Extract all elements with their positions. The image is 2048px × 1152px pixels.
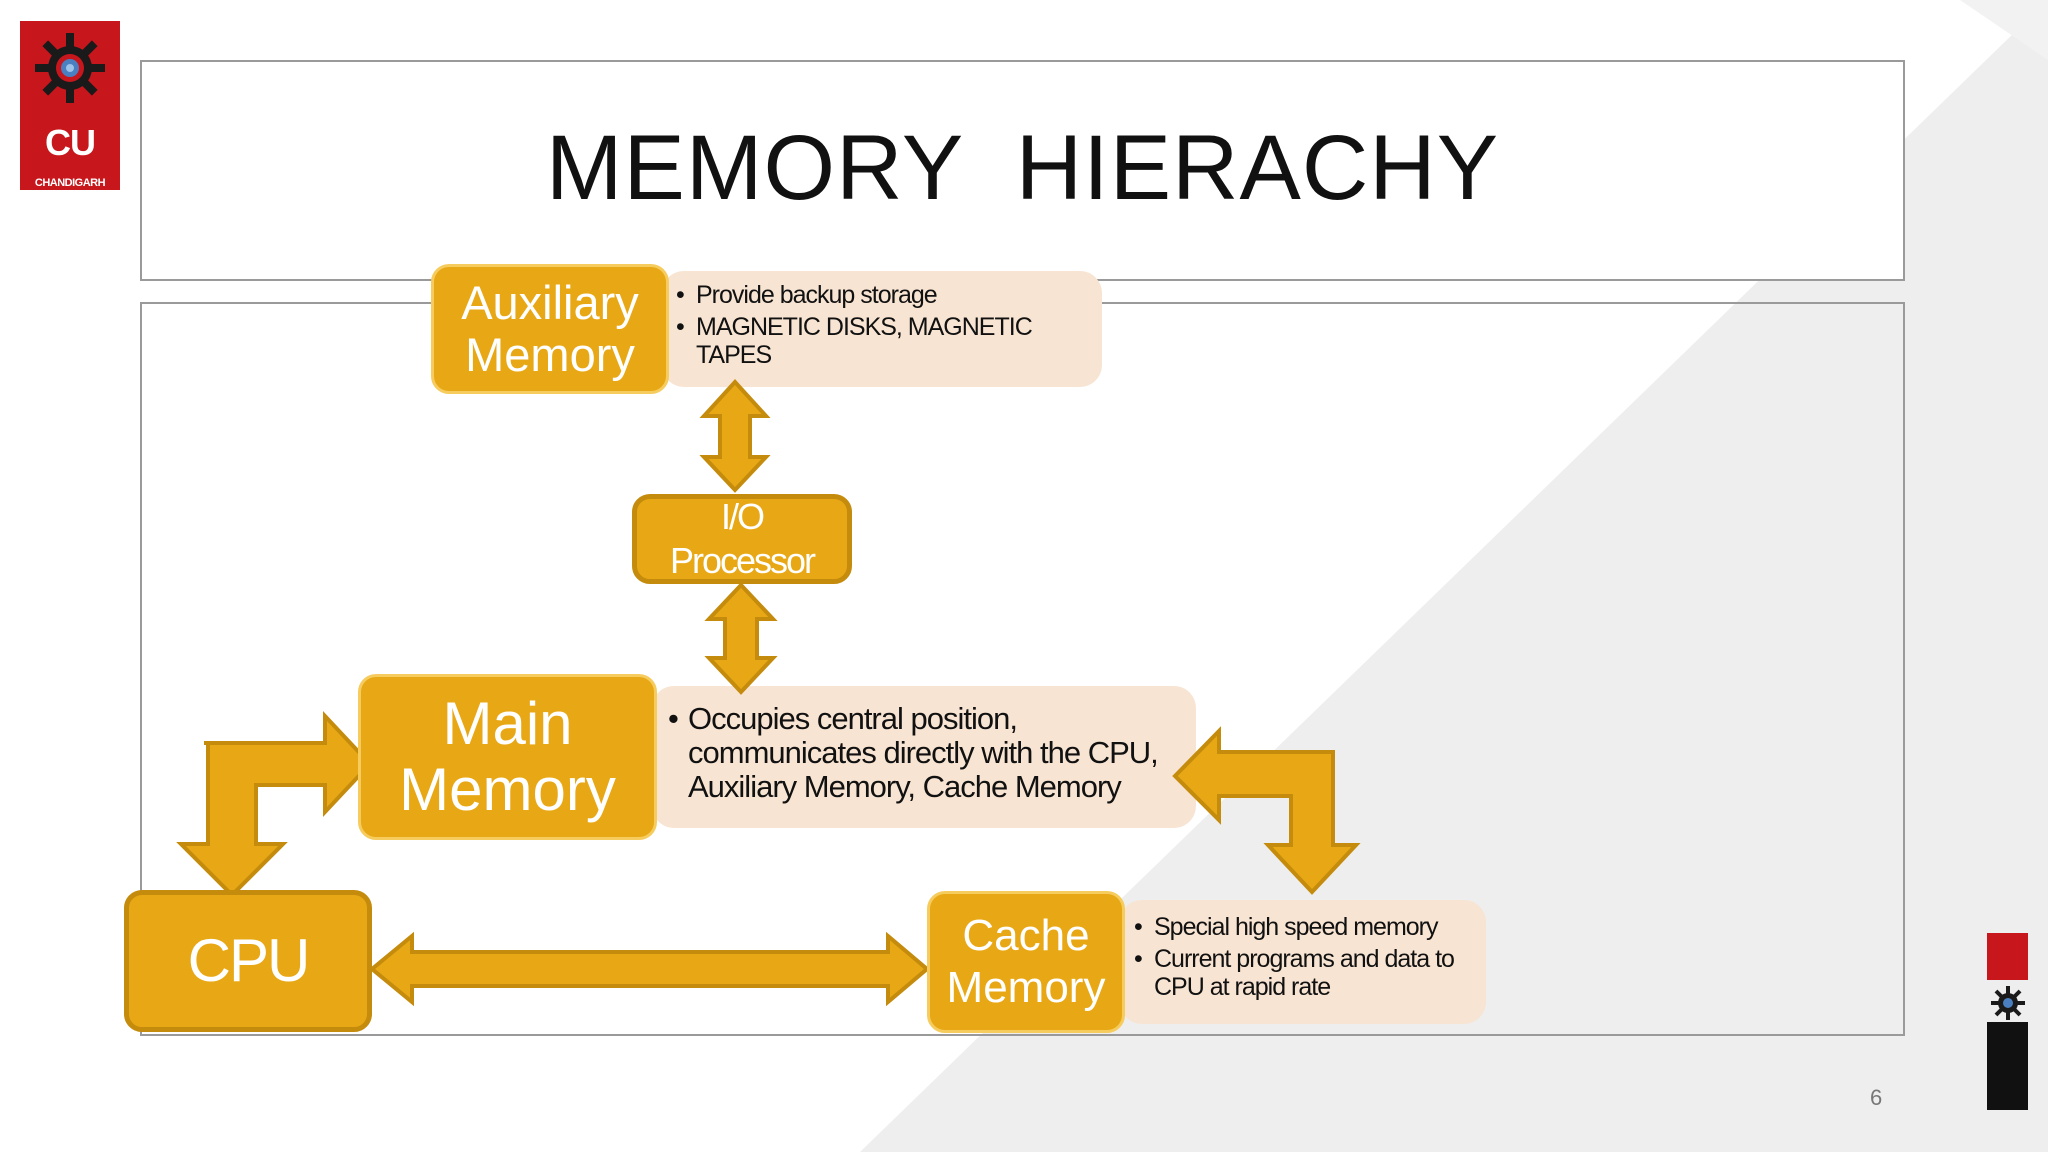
node-label: I/O (720, 496, 765, 537)
page-number: 6 (1870, 1085, 1883, 1110)
node-label: CPU (187, 927, 311, 994)
node-label: Auxiliary (461, 276, 639, 329)
logo-abbreviation: CU (45, 122, 96, 163)
auxiliary-memory-node: Auxiliary Memory (431, 264, 669, 394)
main-cache-arrow (1172, 726, 1361, 895)
title-frame (140, 60, 1905, 281)
logo-name-line1: CHANDIGARH (34, 177, 106, 189)
side-gear-icon (1991, 986, 2025, 1020)
node-label: Main (442, 690, 573, 757)
io-processor-node: I/O Processor (632, 494, 852, 584)
cache-memory-node: Cache Memory (927, 891, 1125, 1033)
auxiliary-memory-description: Provide backup storage MAGNETIC DISKS, M… (662, 271, 1102, 387)
side-red-block (1987, 933, 2028, 980)
node-label: Memory (399, 756, 616, 823)
description-bullet: MAGNETIC DISKS, MAGNETIC TAPES (674, 313, 1076, 369)
node-label: Memory (946, 963, 1106, 1012)
gear-emblem-icon (35, 33, 105, 103)
logo-university-name: CHANDIGARH UNIVERSITY (20, 177, 120, 201)
auxiliary-io-arrow (699, 379, 771, 493)
main-memory-description: Occupies central position, communicates … (652, 686, 1196, 828)
cpu-node: CPU (124, 890, 372, 1032)
description-bullet: Occupies central position, communicates … (666, 702, 1186, 804)
description-bullet: Current programs and data to CPU at rapi… (1132, 945, 1478, 1001)
cpu-cache-arrow (368, 931, 931, 1007)
description-bullet: Provide backup storage (674, 281, 1090, 309)
node-label: Memory (465, 328, 635, 381)
slide-title: MEMORY HIERACHY (545, 117, 1500, 219)
description-bullet: Special high speed memory (1132, 913, 1478, 941)
university-logo: CU CHANDIGARH UNIVERSITY (20, 21, 120, 201)
node-label: Processor (669, 540, 816, 581)
logo-name-line2: UNIVERSITY (39, 189, 101, 201)
cache-memory-description: Special high speed memory Current progra… (1120, 900, 1486, 1024)
main-memory-node: Main Memory (358, 674, 657, 840)
node-label: Cache (962, 911, 1090, 960)
main-cpu-arrow (176, 710, 373, 898)
side-black-block (1987, 1022, 2028, 1110)
io-main-arrow (704, 582, 778, 695)
